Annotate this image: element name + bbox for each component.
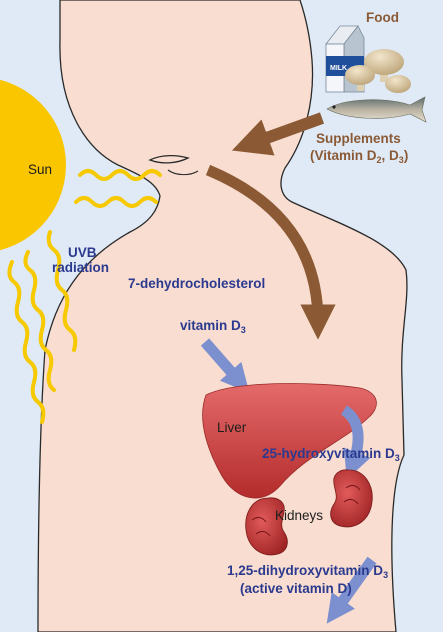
- active-vitamin-d-label: (active vitamin D): [240, 581, 352, 596]
- dehydrocholesterol-label: 7-dehydrocholesterol: [128, 276, 265, 291]
- dihydroxyvitamin-label: 1,25-dihydroxyvitamin D3: [227, 563, 388, 580]
- liver-label: Liver: [217, 420, 247, 435]
- hydroxyvitamin-label: 25-hydroxyvitamin D3: [262, 446, 400, 463]
- supplements-label: Supplements: [316, 131, 401, 146]
- kidneys-label: Kidneys: [275, 508, 323, 523]
- supplements-forms-label: (Vitamin D2, D3): [310, 148, 408, 165]
- milk-label: MILK: [330, 65, 347, 72]
- vitamin-d3-label: vitamin D3: [180, 318, 246, 335]
- uvb-label: UVB: [68, 245, 97, 260]
- food-label: Food: [366, 10, 399, 25]
- sun-label: Sun: [28, 162, 52, 177]
- radiation-label: radiation: [52, 260, 109, 275]
